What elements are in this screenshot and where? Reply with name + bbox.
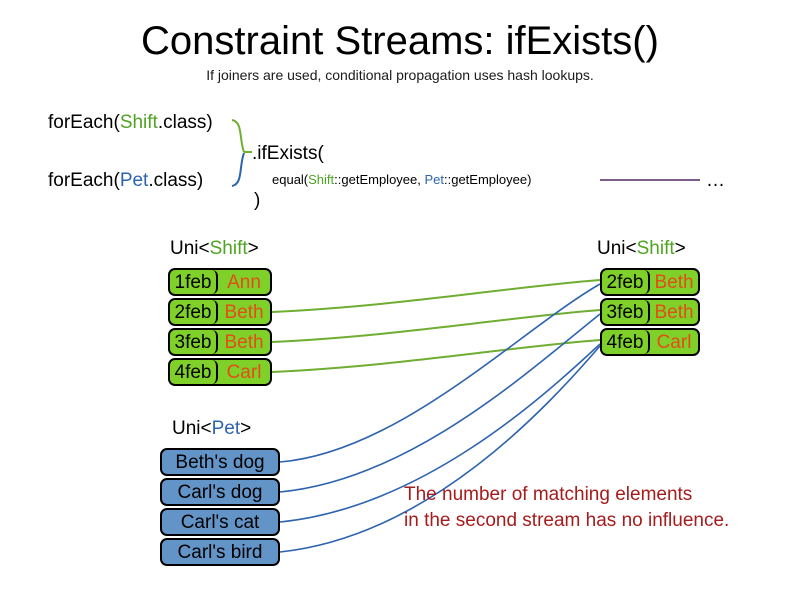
uni-prefix-right: Uni< — [597, 238, 637, 259]
equal-shift-ref: Shift — [308, 172, 335, 187]
fact-row-right-shift[interactable]: 2feb Beth — [600, 268, 700, 296]
brace-lower-blue — [231, 152, 245, 187]
fact-row-left-shift[interactable]: 1feb Ann — [168, 268, 272, 296]
fact-row-pet[interactable]: Carl's dog — [160, 478, 280, 506]
fact-date: 3feb — [602, 300, 650, 324]
fact-employee: Ann — [227, 271, 261, 293]
equal-prefix: equal( — [272, 172, 309, 187]
fact-row-pet[interactable]: Beth's dog — [160, 448, 280, 476]
wire-green-2feb — [271, 279, 601, 313]
foreach-prefix-pet: forEach( — [48, 170, 120, 191]
fact-date: 2feb — [170, 300, 218, 324]
fact-employee: Carl — [656, 331, 692, 353]
fact-pet-name: Carl's dog — [177, 481, 263, 503]
uni-suffix-right: > — [674, 238, 686, 259]
uni-type-right: Shift — [636, 238, 675, 259]
foreach-prefix-shift: forEach( — [48, 112, 120, 133]
fact-employee: Beth — [224, 301, 264, 323]
fact-pet-name: Carl's cat — [180, 511, 260, 533]
annotation-note: The number of matching elements in the s… — [404, 482, 729, 534]
equal-pet-ref: Pet — [424, 172, 444, 187]
annotation-line-1: The number of matching elements — [404, 484, 693, 505]
stream-label-left-shift: Uni<Shift> — [170, 238, 259, 260]
class-suffix-pet: .class) — [148, 170, 204, 191]
code-line-foreach-shift: forEach(Shift.class) — [48, 112, 213, 134]
brace-upper-green — [231, 119, 245, 153]
fact-row-right-shift[interactable]: 4feb Carl — [600, 328, 700, 356]
wire-blue-carls-dog — [279, 313, 601, 493]
fact-employee: Beth — [654, 301, 694, 323]
code-line-ifexists: .ifExists( — [252, 143, 324, 164]
stream-label-pet: Uni<Pet> — [172, 418, 251, 440]
continuation-ellipsis: … — [706, 170, 725, 191]
equal-suffix: ::getEmployee) — [444, 172, 532, 187]
fact-row-left-shift[interactable]: 2feb Beth — [168, 298, 272, 326]
code-line-close-paren: ) — [254, 190, 261, 211]
fact-pet-name: Carl's bird — [177, 541, 263, 563]
shift-type-keyword: Shift — [119, 112, 158, 133]
fact-row-left-shift[interactable]: 3feb Beth — [168, 328, 272, 356]
uni-prefix-left: Uni< — [170, 238, 210, 259]
fact-pet-name: Beth's dog — [175, 451, 265, 473]
fact-employee: Carl — [226, 361, 262, 383]
fact-row-pet[interactable]: Carl's bird — [160, 538, 280, 566]
fact-row-pet[interactable]: Carl's cat — [160, 508, 280, 536]
fact-date: 3feb — [170, 330, 218, 354]
wire-blue-beths-dog — [279, 283, 601, 463]
uni-suffix-pet: > — [240, 418, 252, 439]
uni-type-pet: Pet — [211, 418, 241, 439]
fact-row-right-shift[interactable]: 3feb Beth — [600, 298, 700, 326]
fact-date: 2feb — [602, 270, 650, 294]
stream-label-right-shift: Uni<Shift> — [597, 238, 686, 260]
wire-green-4feb — [271, 339, 601, 373]
fact-date: 4feb — [170, 360, 218, 384]
page-subtitle: If joiners are used, conditional propaga… — [206, 67, 594, 83]
wire-green-3feb — [271, 309, 601, 343]
uni-suffix-left: > — [247, 238, 259, 259]
fact-date: 4feb — [602, 330, 650, 354]
annotation-line-2: in the second stream has no influence. — [404, 510, 730, 531]
fact-row-left-shift[interactable]: 4feb Carl — [168, 358, 272, 386]
class-suffix-shift: .class) — [157, 112, 213, 133]
uni-type-left: Shift — [209, 238, 248, 259]
code-line-equal-joiner: equal(Shift::getEmployee, Pet::getEmploy… — [272, 172, 531, 188]
code-line-foreach-pet: forEach(Pet.class) — [48, 170, 203, 192]
equal-middle: ::getEmployee, — [334, 172, 425, 187]
page-title: Constraint Streams: ifExists() — [141, 19, 659, 63]
fact-employee: Beth — [224, 331, 264, 353]
fact-date: 1feb — [170, 270, 218, 294]
fact-employee: Beth — [654, 271, 694, 293]
uni-prefix-pet: Uni< — [172, 418, 212, 439]
pet-type-keyword: Pet — [119, 170, 149, 191]
